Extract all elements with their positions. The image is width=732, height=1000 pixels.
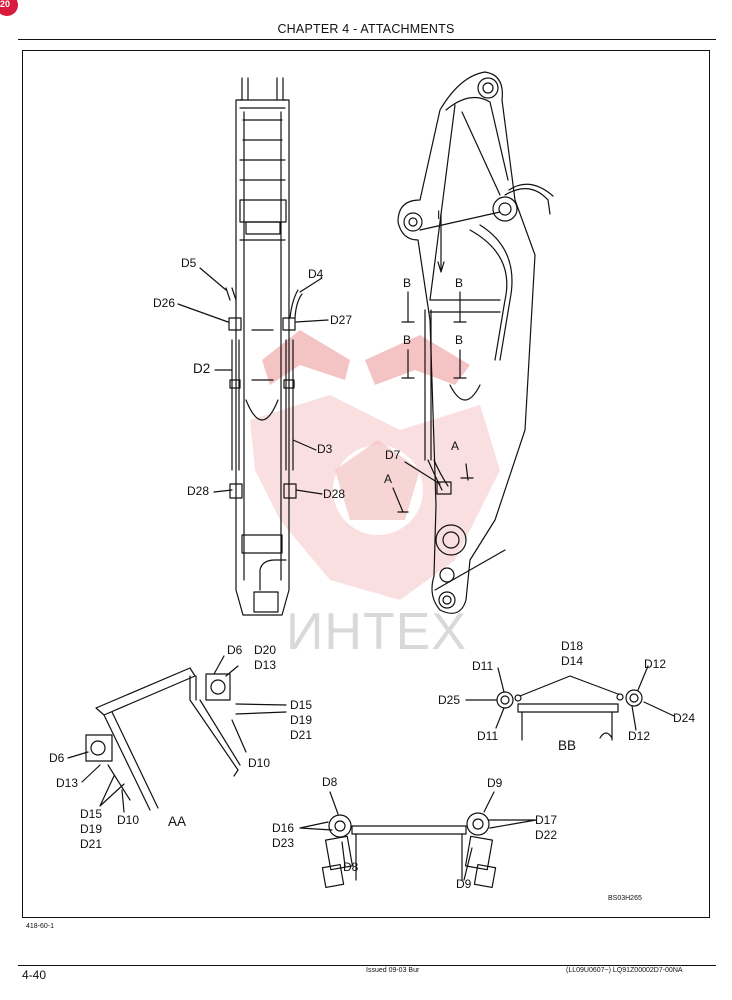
aa-label-d20: D20 [254,643,277,657]
view-cylinder-drawing [299,791,537,889]
corner-badge: 20 [0,0,18,16]
aa-label-d15-bottom: D15 [80,807,103,821]
bb-label-d24: D24 [673,711,696,725]
view-aa-title: AA [168,814,187,829]
section-b-2: B [403,333,412,347]
aa-label-d13-left: D13 [56,776,79,790]
cyl-label-d17: D17 [535,813,558,827]
aa-label-d15-top: D15 [290,698,313,712]
cyl-label-d8-top: D8 [322,775,338,789]
view-bb-title: BB [558,738,577,753]
aa-label-d19-top: D19 [290,713,313,727]
aa-label-d10-top: D10 [248,756,271,770]
cyl-label-d22: D22 [535,828,558,842]
view-bb-drawing [465,665,675,741]
section-b-3: B [455,276,464,290]
cyl-label-d9-bottom: D9 [456,877,472,891]
figure-number: 418-60-1 [26,923,55,930]
section-a-2: A [451,439,460,453]
label-d3: D3 [317,442,333,456]
bb-label-d25: D25 [438,693,461,707]
bb-label-d12-top: D12 [644,657,667,671]
figure-id: BS03H265 [608,895,642,902]
header-rule [18,39,716,40]
cyl-label-d9-top: D9 [487,776,503,790]
chapter-title: CHAPTER 4 - ATTACHMENTS [277,22,455,36]
cyl-label-d8-bottom: D8 [343,860,359,874]
section-a-1: A [384,472,393,486]
label-d28-right: D28 [323,487,346,501]
aa-label-d19-bottom: D19 [80,822,103,836]
bb-label-d18: D18 [561,639,584,653]
aa-label-d6-left: D6 [49,751,65,765]
label-d4: D4 [308,267,324,281]
bb-label-d12-bottom: D12 [628,729,651,743]
label-d7: D7 [385,448,401,462]
boom-side-view [392,71,554,614]
page-number: 4-40 [22,968,47,982]
boom-top-view [177,77,329,616]
label-d26: D26 [153,296,176,310]
bb-label-d11-top: D11 [472,659,494,673]
section-b-4: B [455,333,464,347]
label-d28-left: D28 [187,484,210,498]
watermark-text: ИНТЕХ [286,603,468,661]
bb-label-d11-bottom: D11 [477,729,499,743]
aa-label-d6-top: D6 [227,643,243,657]
aa-label-d21-top: D21 [290,728,313,742]
aa-label-d21-bottom: D21 [80,837,103,851]
section-b-1: B [403,276,412,290]
label-d2: D2 [193,361,211,376]
issued-date: Issued 09-03 Bur [366,967,420,974]
aa-label-d13-top: D13 [254,658,277,672]
section-i: I [437,208,441,222]
cyl-label-d23: D23 [272,836,295,850]
cyl-label-d16: D16 [272,821,295,835]
label-d5: D5 [181,256,197,270]
aa-label-d10-bottom: D10 [117,813,140,827]
view-aa-drawing [67,655,287,813]
bb-label-d14: D14 [561,654,584,668]
label-d27: D27 [330,313,353,327]
figure-frame [22,50,710,918]
document-id: (LL09U0607~) LQ91Z00002D7-00NA [566,967,683,974]
footer-rule [18,965,716,966]
